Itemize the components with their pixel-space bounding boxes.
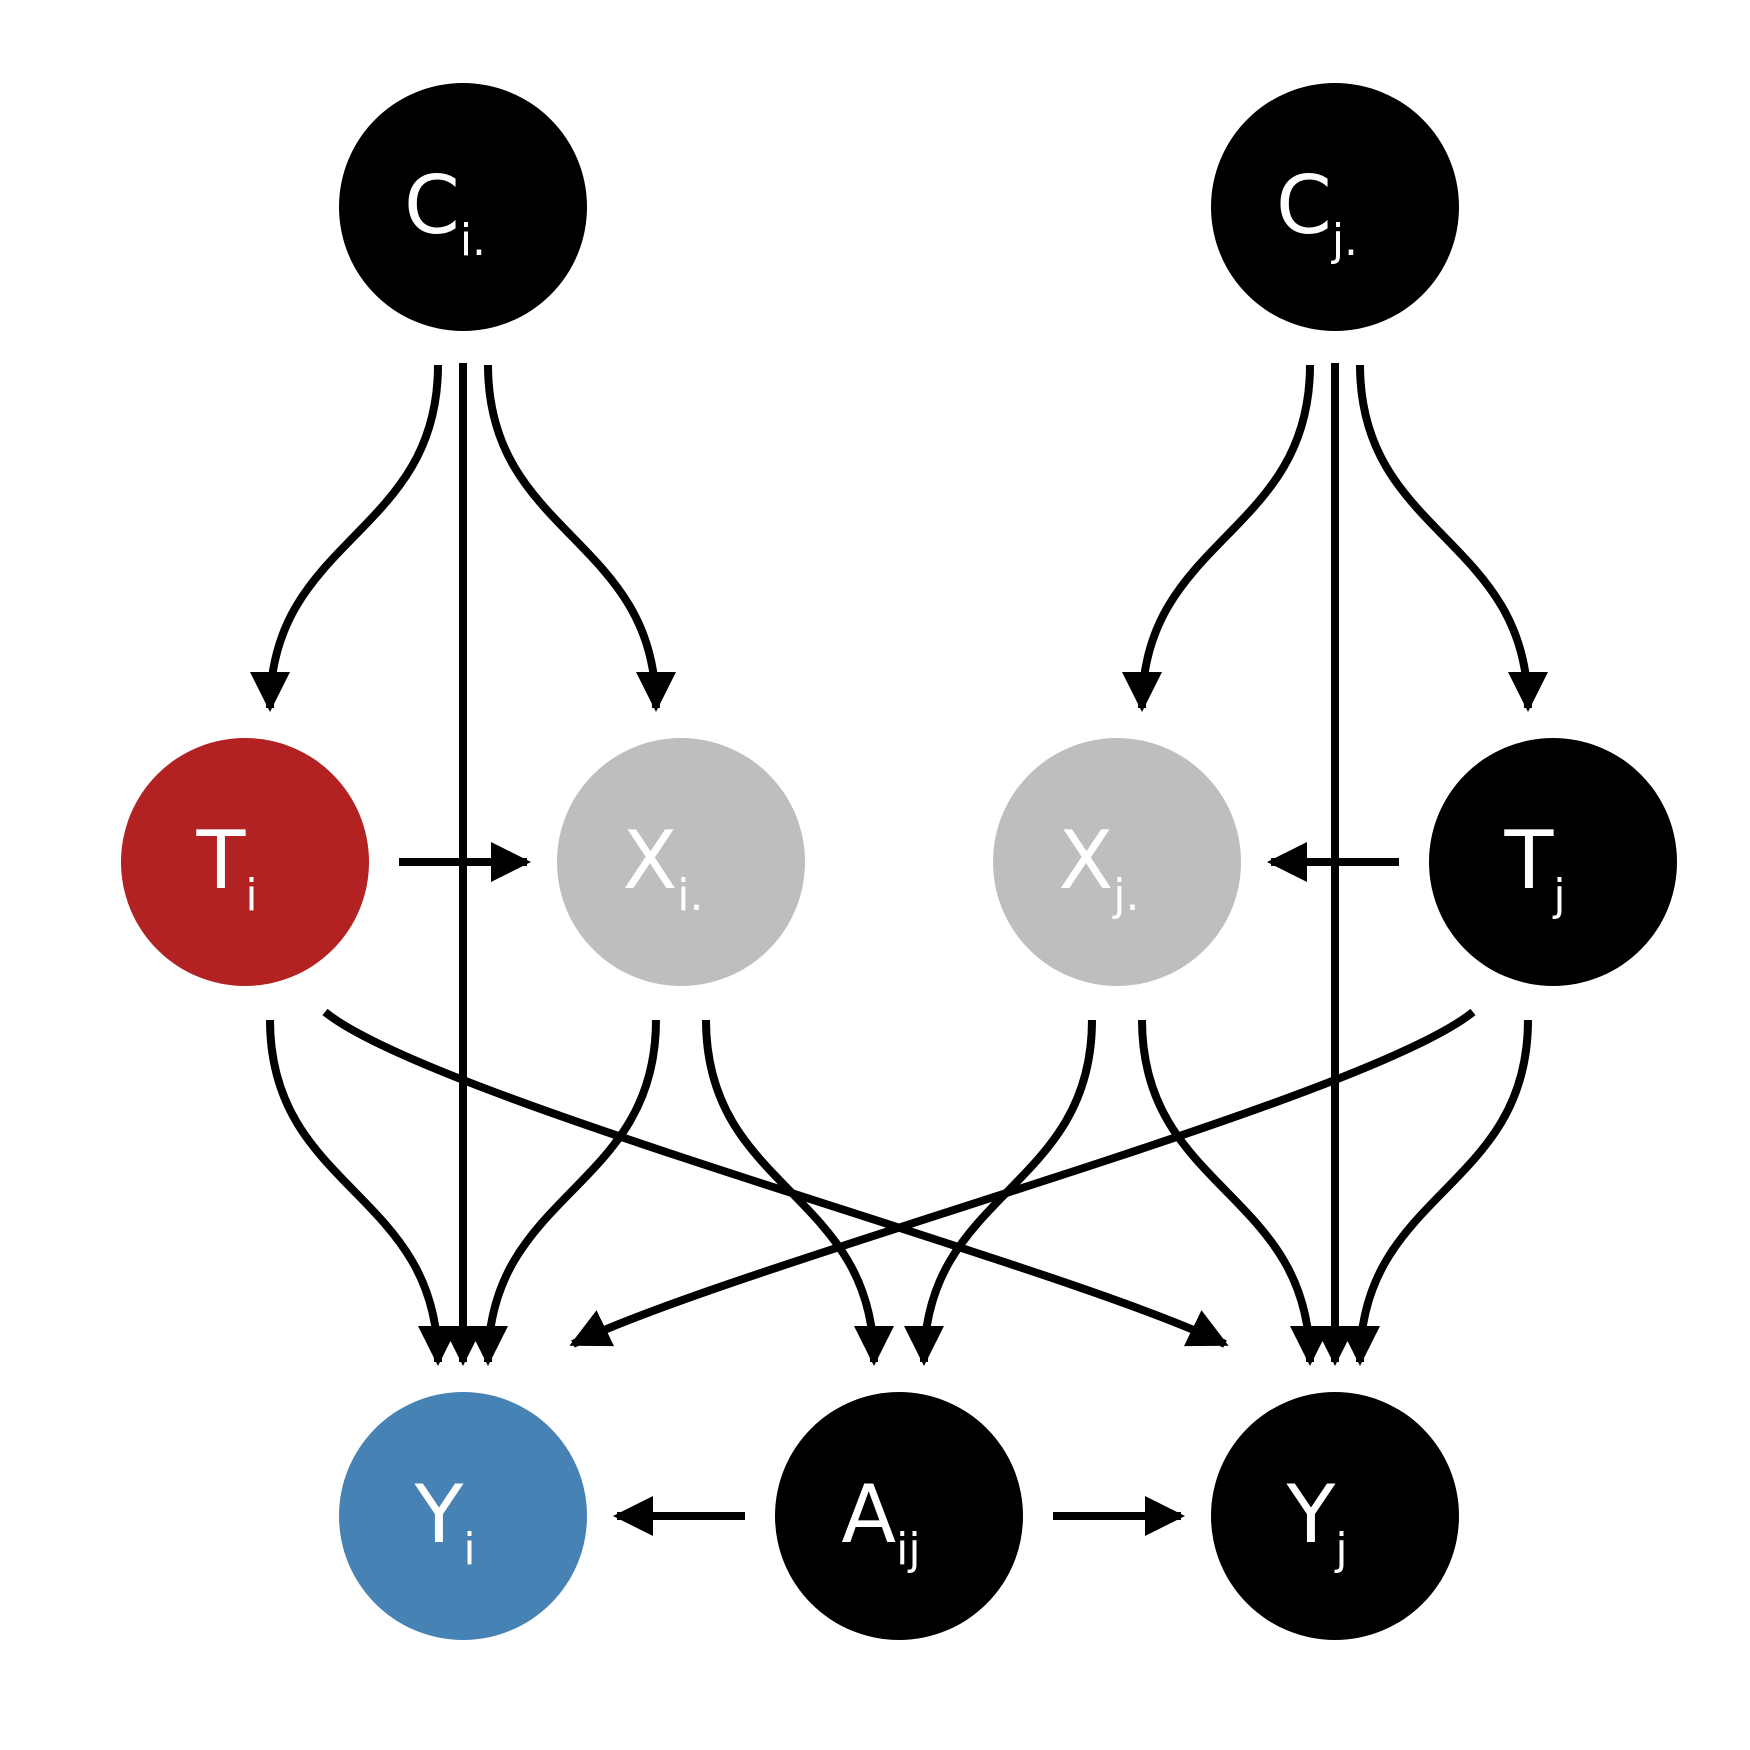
node-Xj-label: Xj.: [1058, 814, 1139, 921]
node-Aij-label-sub: ij: [896, 1524, 920, 1575]
node-Tj: Tj: [1429, 738, 1677, 986]
node-Ci-label: Ci.: [404, 159, 486, 266]
node-Xi-label-main: X: [622, 814, 677, 907]
edge-Ci-to-Ti: [250, 364, 442, 712]
node-Tj-label: Tj: [1503, 814, 1565, 921]
node-Yj: Yj: [1211, 1392, 1459, 1640]
node-Aij-circle: [775, 1392, 1023, 1640]
node-Yi-label-main: Y: [413, 1468, 464, 1561]
node-Tj-label-main: T: [1503, 814, 1554, 907]
edge-Xi-to-Yi: [468, 1019, 660, 1366]
node-Xj-circle: [993, 738, 1241, 986]
node-Cj-label-main: C: [1276, 159, 1332, 252]
edge-Xi-to-Aij: [702, 1019, 894, 1366]
edge-Ti-to-Yi: [266, 1019, 458, 1366]
edges: [250, 363, 1548, 1536]
node-Yj-label-main: Y: [1285, 1468, 1336, 1561]
node-Ci-label-sub: i.: [460, 215, 486, 266]
node-Yj-circle: [1211, 1392, 1459, 1640]
node-Cj-label: Cj.: [1276, 159, 1358, 266]
node-Ti-label-main: T: [195, 814, 246, 907]
node-Xj: Xj.: [993, 738, 1241, 986]
node-Yi-label: Yi: [413, 1468, 475, 1575]
node-Ci: Ci.: [339, 83, 587, 331]
node-Cj-circle: [1211, 83, 1459, 331]
node-Ti: Ti: [121, 738, 369, 986]
node-Aij: Aij: [775, 1392, 1023, 1640]
node-Cj: Cj.: [1211, 83, 1459, 331]
node-Xi: Xi.: [557, 738, 805, 986]
edge-Cj-to-Xj: [1122, 364, 1314, 712]
node-Yi-label-sub: i: [463, 1524, 475, 1575]
node-Tj-label-sub: j: [1552, 870, 1565, 921]
node-Yj-label-sub: j: [1334, 1524, 1347, 1575]
edge-Tj-to-Yj: [1340, 1019, 1532, 1366]
node-Xj-label-sub: j.: [1112, 870, 1139, 921]
node-Yj-label: Yj: [1285, 1468, 1347, 1575]
edge-Ti-to-Yj: [322, 1008, 1229, 1348]
node-Aij-label-main: A: [841, 1468, 896, 1561]
node-Ti-label: Ti: [195, 814, 257, 921]
node-Tj-circle: [1429, 738, 1677, 986]
node-Xi-label: Xi.: [622, 814, 703, 921]
node-Cj-label-sub: j.: [1331, 215, 1358, 266]
edge-Xj-to-Yj: [1138, 1019, 1330, 1366]
node-Aij-label: Aij: [841, 1468, 920, 1575]
edge-Cj-to-Tj: [1356, 364, 1548, 712]
node-Xi-label-sub: i.: [677, 870, 703, 921]
edge-Tj-to-Yi: [569, 1008, 1476, 1348]
edge-Ci-to-Xi: [484, 364, 676, 712]
node-Ti-circle: [121, 738, 369, 986]
node-Yi-circle: [339, 1392, 587, 1640]
node-Xj-label-main: X: [1058, 814, 1113, 907]
node-Ci-label-main: C: [404, 159, 460, 252]
node-Ci-circle: [339, 83, 587, 331]
node-Ti-label-sub: i: [245, 870, 257, 921]
node-Yi: Yi: [339, 1392, 587, 1640]
node-Xi-circle: [557, 738, 805, 986]
